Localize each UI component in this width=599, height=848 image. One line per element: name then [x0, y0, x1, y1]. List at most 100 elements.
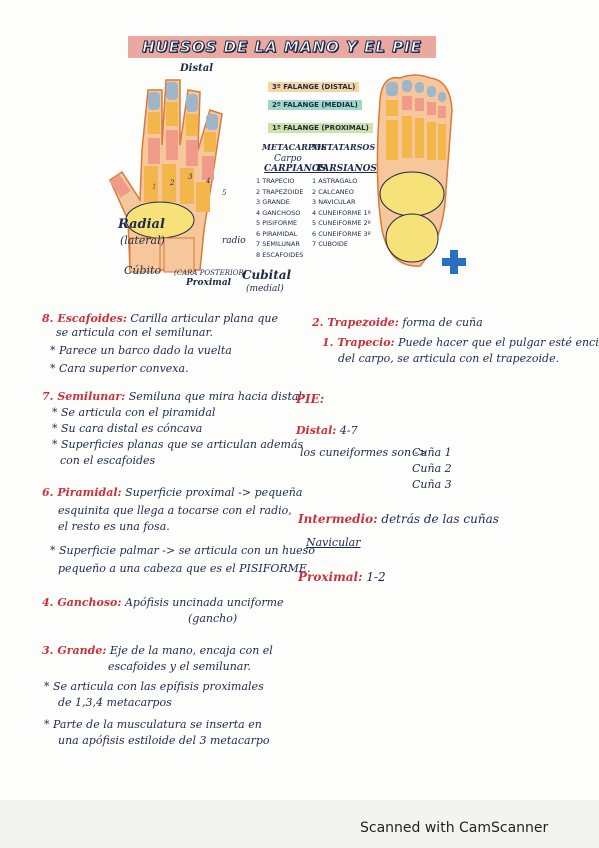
bone-number-1: 1: [152, 183, 157, 191]
note-grande: 3. Grande: Eje de la mano, encaja con el: [42, 644, 273, 658]
note-line: el resto es una fosa.: [58, 520, 170, 533]
tarsiano-item: 5 CUNEIFORME 2º: [312, 219, 371, 227]
note-heading: 4. Ganchoso:: [42, 596, 122, 609]
tarsianos-heading: TARSIANOS: [316, 164, 377, 174]
bone-number-5: 5: [222, 189, 227, 197]
note-line: Superficie proximal -> pequeña: [125, 486, 303, 499]
pie-proximal-value: 1-2: [366, 570, 386, 584]
note-line: * Superficie palmar -> se articula con u…: [50, 544, 315, 557]
pie-intermedio: Intermedio: detrás de las cuñas: [298, 512, 499, 526]
carpiano-item: 5 PISIFORME: [256, 219, 298, 227]
note-line: pequeño a una cabeza que es el PISIFORME…: [58, 562, 311, 575]
pie-proximal-label: Proximal:: [298, 570, 363, 584]
carpianos-heading: CARPIANOS: [264, 164, 327, 174]
note-line: una apófisis estiloide del 3 metacarpo: [58, 734, 270, 747]
note-line: * Superficies planas que se articulan ad…: [52, 438, 304, 451]
pie-heading: PIE:: [296, 392, 325, 406]
tarsiano-item: 3 NAVICULAR: [312, 198, 356, 206]
note-line: * Cara superior convexa.: [50, 362, 189, 375]
note-semilunar: 7. Semilunar: Semiluna que mira hacia di…: [42, 390, 302, 404]
label-radio: radio: [222, 236, 246, 246]
pie-intermedio-value: detrás de las cuñas: [381, 512, 499, 526]
carpiano-item: 3 GRANDE: [256, 198, 290, 206]
note-trapecio: 1. Trapecio: Puede hacer que el pulgar e…: [322, 336, 599, 350]
bone-number-2: 2: [170, 179, 175, 187]
carpiano-item: 1 TRAPECIO: [256, 177, 295, 185]
tarsiano-item: 2 CALCANEO: [312, 187, 354, 196]
note-heading: 1. Trapecio:: [322, 336, 395, 349]
medical-logo: [440, 248, 468, 276]
tarsianos-list: 1 ASTRAGALO 2 CALCANEO 3 NAVICULAR 4 CUN…: [312, 176, 371, 250]
note-heading: 7. Semilunar:: [42, 390, 126, 403]
falange-distal-tag: 3º FALANGE (DISTAL): [268, 82, 360, 92]
falange-medial-tag: 2º FALANGE (MEDIAL): [268, 100, 362, 110]
hand-diagram: [109, 79, 223, 273]
camscanner-watermark: Scanned with CamScanner: [360, 820, 549, 836]
note-trapezoide: 2. Trapezoide: forma de cuña: [312, 316, 483, 330]
tarsiano-item: 7 CUBOIDE: [312, 240, 348, 248]
metacarpos-label: METACARPOS: [262, 142, 327, 152]
note-line: (gancho): [188, 612, 238, 625]
note-line: del carpo, se articula con el trapezoide…: [338, 352, 560, 365]
scanned-page: HUESOS DE LA MANO Y EL PIE 1 2 3 4 5 Dis…: [42, 36, 599, 747]
footer-bar: Scanned with CamScanner: [0, 800, 599, 848]
navicular-label: Navicular: [306, 536, 361, 549]
label-proximal: Proximal: [186, 278, 232, 288]
carpiano-item: 6 PIRAMIDAL: [256, 229, 298, 238]
cuna-1: Cuña 1: [412, 446, 452, 459]
label-radial: Radial: [118, 217, 165, 232]
label-cara-posterior: (CARA POSTERIOR): [174, 269, 247, 277]
label-cubito: Cúbito: [124, 264, 162, 277]
note-heading: 6. Piramidal:: [42, 486, 122, 499]
label-cubital: Cubital: [242, 268, 292, 282]
label-lateral: (lateral): [120, 234, 165, 247]
note-line: con el escafoides: [60, 454, 156, 467]
carpiano-item: 2 TRAPEZOIDE: [256, 187, 304, 196]
note-line: * Parte de la musculatura se inserta en: [44, 718, 262, 731]
carpiano-item: 8 ESCAFOIDES: [256, 250, 304, 259]
label-distal: Distal: [180, 63, 213, 74]
note-escafoides: 8. Escafoides: Carilla articular plana q…: [42, 312, 278, 326]
carpo-label: Carpo: [274, 154, 302, 164]
note-heading: 3. Grande:: [42, 644, 107, 657]
metatarsos-label: METATARSOS: [312, 142, 376, 152]
note-line: Apófisis uncinada unciforme: [124, 596, 284, 609]
carpiano-item: 7 SEMILUNAR: [256, 240, 300, 248]
bone-number-3: 3: [188, 173, 193, 181]
note-ganchoso: 4. Ganchoso: Apófisis uncinada unciforme: [42, 596, 284, 610]
foot-diagram: [376, 74, 453, 267]
note-line: * Parece un barco dado la vuelta: [50, 344, 232, 357]
note-line: * Se articula con el piramidal: [52, 406, 216, 419]
note-line: de 1,3,4 metacarpos: [58, 696, 172, 709]
note-line: Semiluna que mira hacia distal: [128, 390, 302, 403]
pie-intermedio-label: Intermedio:: [298, 512, 378, 526]
page-title: HUESOS DE LA MANO Y EL PIE: [128, 36, 436, 58]
pie-distal-label: Distal:: [296, 424, 337, 437]
note-heading: 8. Escafoides:: [42, 312, 127, 325]
cuna-3: Cuña 3: [412, 478, 452, 491]
pie-distal: Distal: 4-7: [296, 424, 358, 438]
pie-proximal: Proximal: 1-2: [298, 570, 386, 584]
carpianos-list: 1 TRAPECIO 2 TRAPEZOIDE 3 GRANDE 4 GANCH…: [256, 176, 304, 260]
note-line: Eje de la mano, encaja con el: [109, 644, 273, 657]
tarsiano-item: 1 ASTRAGALO: [312, 177, 358, 185]
note-line: Carilla articular plana que: [130, 312, 278, 325]
note-line: escafoides y el semilunar.: [108, 660, 251, 673]
note-piramidal: 6. Piramidal: Superficie proximal -> peq…: [42, 486, 302, 500]
note-line: forma de cuña: [402, 316, 483, 329]
label-medial: (medial): [246, 284, 284, 294]
note-line: Puede hacer que el pulgar esté encima: [398, 336, 599, 349]
note-heading: 2. Trapezoide:: [312, 316, 399, 329]
note-line: * Se articula con las epífisis proximale…: [44, 680, 264, 693]
cuna-2: Cuña 2: [412, 462, 452, 475]
tarsiano-item: 6 CUNEIFORME 3º: [312, 229, 371, 238]
note-line: se articula con el semilunar.: [56, 326, 214, 339]
bone-number-4: 4: [206, 177, 211, 185]
carpiano-item: 4 GANCHOSO: [256, 208, 301, 217]
note-line: * Su cara distal es cóncava: [52, 422, 203, 435]
cuneiformes-lead: los cuneiformes son ->: [300, 446, 428, 459]
tarsiano-item: 4 CUNEIFORME 1º: [312, 208, 371, 217]
pie-distal-value: 4-7: [339, 424, 358, 437]
falange-proximal-tag: 1º FALANGE (PROXIMAL): [268, 123, 373, 133]
note-line: esquinita que llega a tocarse con el rad…: [58, 504, 292, 517]
